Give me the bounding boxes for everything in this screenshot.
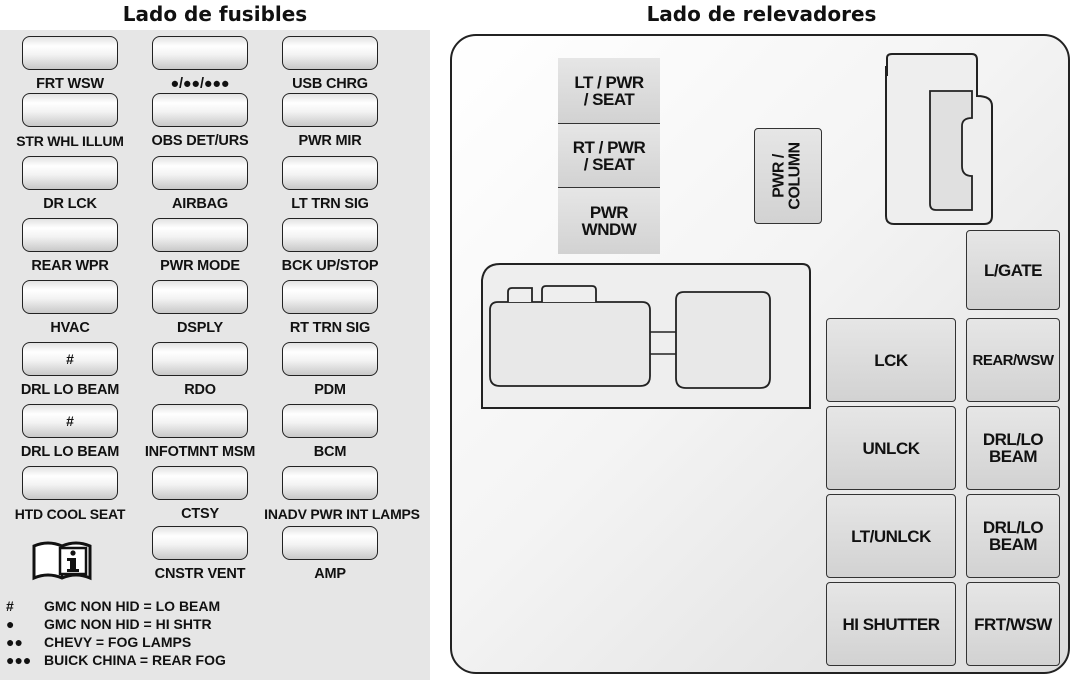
relay-side-heading: Lado de relevadores [646, 2, 877, 26]
fuse-17 [282, 342, 378, 376]
fuse-label-19: INFOTMNT MSM [144, 444, 256, 460]
relay-panel-connectors [481, 53, 993, 409]
fuse-19 [152, 404, 248, 438]
relay-rear-wsw: REAR/WSW [966, 318, 1060, 402]
fuse-label-3: STR WHL ILLUM [16, 133, 124, 149]
legend-symbol: ● [6, 616, 15, 632]
relay-frt-wsw: FRT/WSW [966, 582, 1060, 666]
fuse-label-8: LT TRN SIG [291, 196, 369, 212]
fuse-3 [22, 93, 118, 127]
fuse-6 [22, 156, 118, 190]
relay-drl-lo-beam-2: DRL/LO BEAM [966, 494, 1060, 578]
fuse-15: # [22, 342, 118, 376]
fuse-9 [22, 218, 118, 252]
fuse-2 [282, 36, 378, 70]
legend-text: GMC NON HID = LO BEAM [44, 598, 221, 614]
fuse-label-15: DRL LO BEAM [20, 382, 120, 398]
relay-rt-pwr-seat: RT / PWR / SEAT [558, 124, 660, 188]
relay-panel: LT / PWR / SEAT RT / PWR / SEAT PWR WNDW… [450, 34, 1070, 674]
fuse-label-22: CTSY [181, 506, 219, 522]
legend-symbol: ●●● [6, 652, 32, 668]
fuse-label-7: AIRBAG [172, 196, 228, 212]
fuse-22 [152, 466, 248, 500]
fuse-1 [152, 36, 248, 70]
fuse-label-18: DRL LO BEAM [20, 444, 120, 460]
fuse-23 [282, 466, 378, 500]
fuse-label-23: INADV PWR INT LAMPS [264, 506, 420, 522]
legend-text: GMC NON HID = HI SHTR [44, 616, 212, 632]
fuse-10 [152, 218, 248, 252]
fuse-label-24: CNSTR VENT [154, 566, 246, 582]
fuse-16 [152, 342, 248, 376]
fuse-label-9: REAR WPR [31, 258, 109, 274]
owner-manual-book-icon [32, 541, 92, 581]
fuse-24 [152, 526, 248, 560]
fuse-label-1: ●/●●/●●● [170, 76, 230, 92]
fuse-label-12: HVAC [50, 320, 90, 336]
fuse-label-25: AMP [314, 566, 346, 582]
fuse-label-6: DR LCK [43, 196, 97, 212]
fuse-7 [152, 156, 248, 190]
fuse-label-10: PWR MODE [160, 258, 240, 274]
fuse-4 [152, 93, 248, 127]
relay-pwr-wndw: PWR WNDW [558, 188, 660, 254]
relay-lt-pwr-seat: LT / PWR / SEAT [558, 58, 660, 124]
fuse-11 [282, 218, 378, 252]
fuse-label-13: DSPLY [176, 320, 223, 336]
fuse-5 [282, 93, 378, 127]
fuse-14 [282, 280, 378, 314]
fuse-label-16: RDO [184, 382, 216, 398]
fuse-label-5: PWR MIR [298, 133, 362, 149]
legend-text: CHEVY = FOG LAMPS [44, 634, 192, 650]
legend-symbol: # [6, 598, 14, 614]
fuse-18: # [22, 404, 118, 438]
fuse-label-17: PDM [314, 382, 346, 398]
fuse-label-4: OBS DET/URS [151, 133, 249, 149]
fuse-label-20: BCM [313, 444, 347, 460]
relay-unlck: UNLCK [826, 406, 956, 490]
fuse-25 [282, 526, 378, 560]
fuse-label-11: BCK UP/STOP [281, 258, 379, 274]
relay-hi-shutter: HI SHUTTER [826, 582, 956, 666]
relay-l-gate: L/GATE [966, 230, 1060, 310]
fuse-13 [152, 280, 248, 314]
fuse-label-14: RT TRN SIG [289, 320, 371, 336]
fuse-label-2: USB CHRG [292, 76, 368, 92]
relay-lck: LCK [826, 318, 956, 402]
fuse-0 [22, 36, 118, 70]
fuse-12 [22, 280, 118, 314]
fuse-20 [282, 404, 378, 438]
legend-text: BUICK CHINA = REAR FOG [44, 652, 226, 668]
legend-symbol: ●● [6, 634, 23, 650]
fuse-side-heading: Lado de fusibles [122, 2, 308, 26]
relay-drl-lo-beam-1: DRL/LO BEAM [966, 406, 1060, 490]
fuse-8 [282, 156, 378, 190]
fuse-label-0: FRT WSW [36, 76, 104, 92]
relay-pwr-column: PWR / COLUMN [754, 128, 822, 224]
fuse-21 [22, 466, 118, 500]
fuse-label-21: HTD COOL SEAT [14, 506, 126, 522]
relay-lt-unlck: LT/UNLCK [826, 494, 956, 578]
fuse-panel: FRT WSW ●/●●/●●● USB CHRG STR WHL ILLUM OBS … [0, 30, 430, 680]
